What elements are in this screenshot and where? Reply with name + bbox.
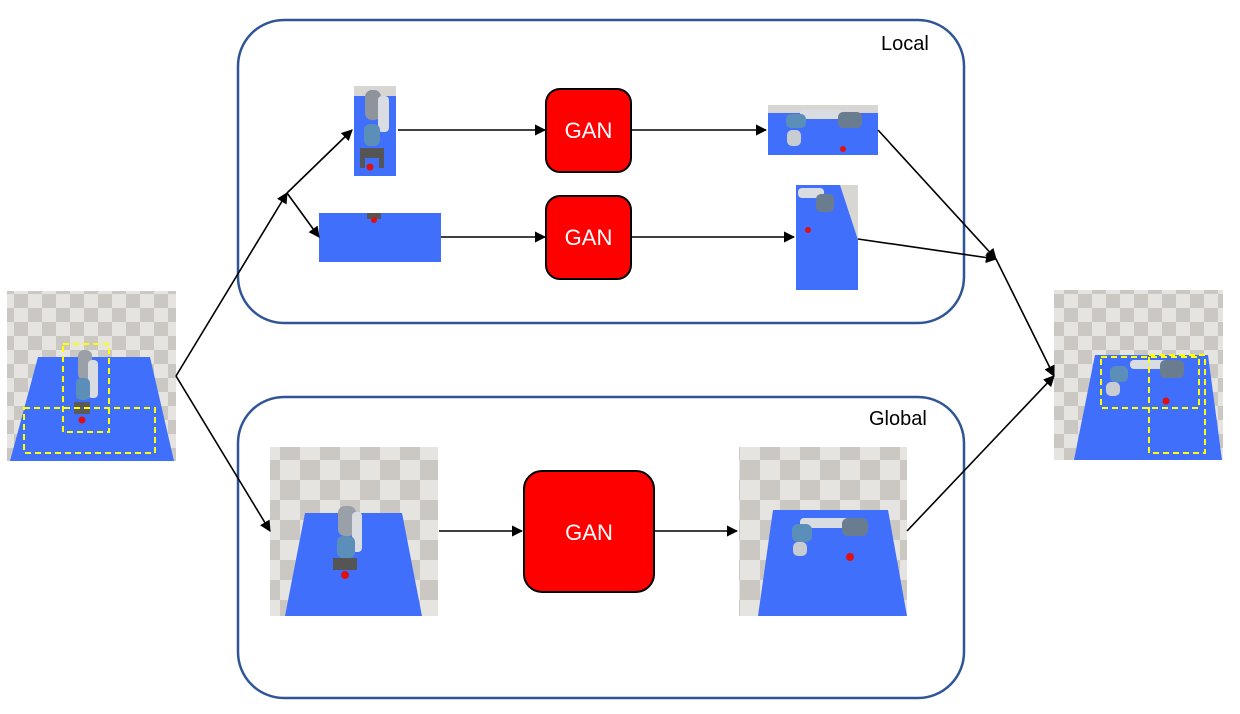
flow-arrows [175,124,1055,537]
crop-box-horizontal-out [1100,356,1200,409]
robot-arm-icon [74,350,98,414]
output-scene-image [1054,290,1223,460]
local-panel [236,18,966,325]
svg-text:GAN: GAN [565,225,613,250]
svg-text:GAN: GAN [565,118,613,143]
crop-box-vertical [62,343,110,433]
global-output-scene [739,447,907,616]
crop-box-vertical-out [1148,354,1206,454]
crop-box-horizontal [23,407,156,454]
gan-block-global: GAN [523,470,655,593]
local-output-crop-horizontal [768,105,878,155]
target-dot [78,416,86,424]
local-panel-label: Local [881,33,929,55]
global-input-scene [270,447,438,616]
gan-block-local-top: GAN [545,88,632,173]
global-panel [236,395,966,700]
gan-block-local-bottom: GAN [545,195,632,280]
global-panel-label: Global [869,408,927,430]
local-input-crop-horizontal [319,213,441,262]
input-scene-image [7,291,176,461]
local-input-crop-vertical [354,86,396,176]
svg-text:GAN: GAN [565,520,613,545]
local-output-crop-vertical [796,185,858,290]
